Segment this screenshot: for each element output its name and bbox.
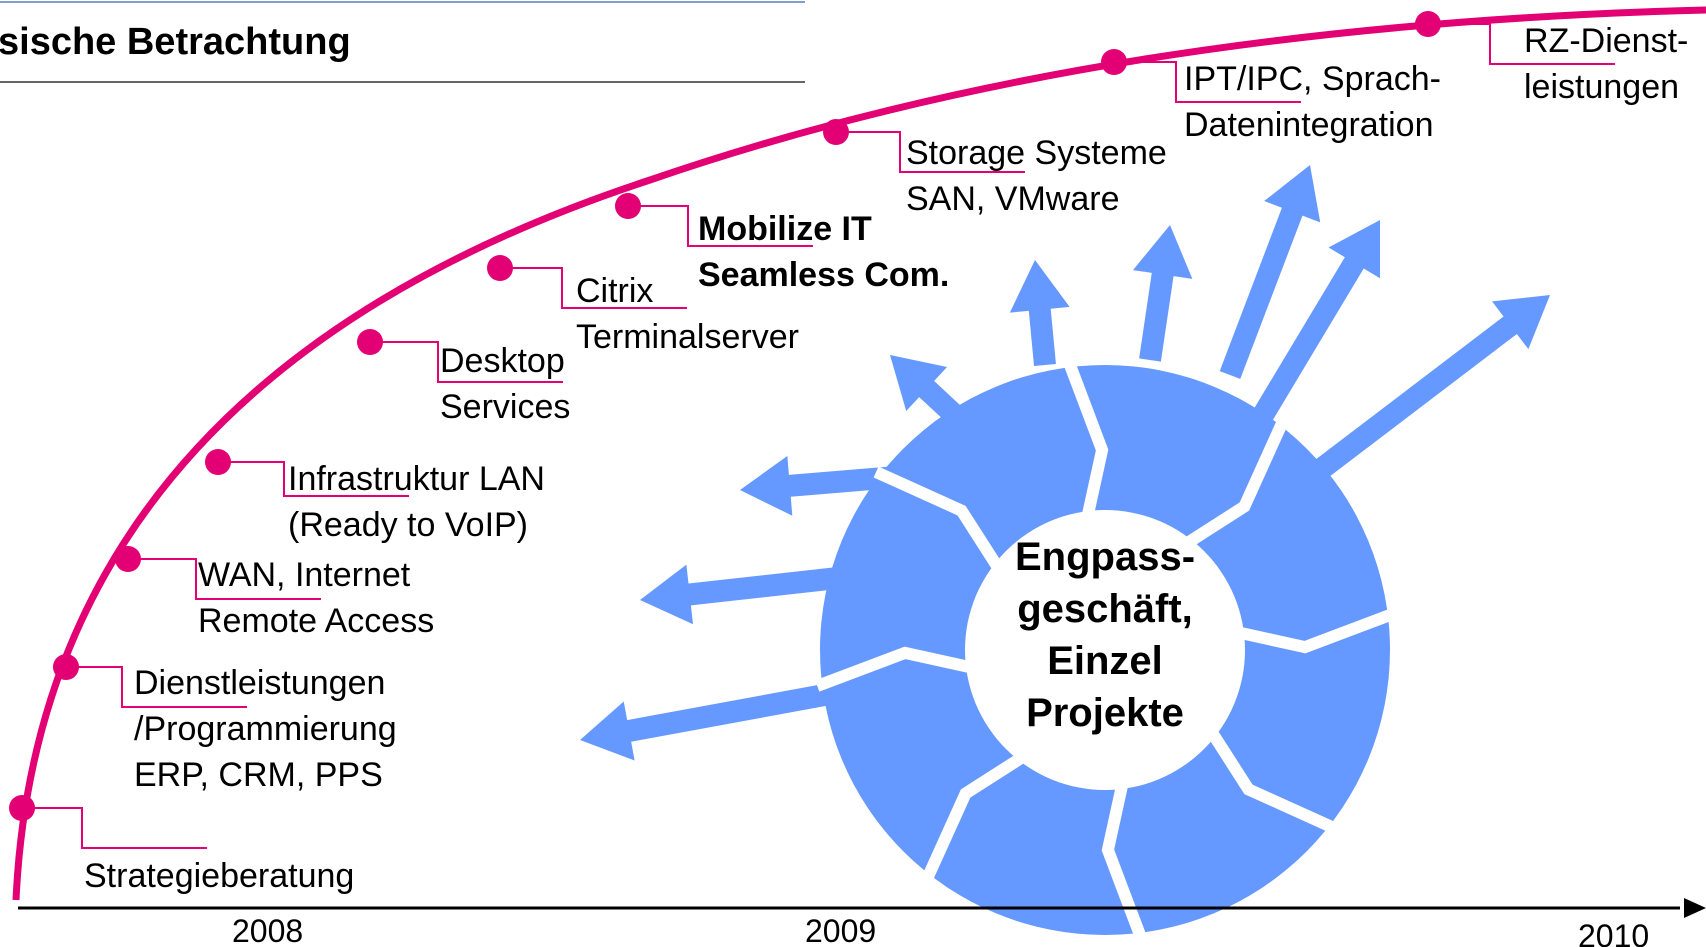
milestone-label: SAN, VMware: [906, 180, 1120, 218]
milestone-leader: [370, 341, 563, 383]
milestone-dot-icon: [615, 193, 641, 219]
milestone-dot-icon: [115, 546, 141, 572]
milestone-dot-icon: [53, 654, 79, 680]
year-label-2008: 2008: [232, 913, 303, 947]
milestone-label: Strategieberatung: [84, 857, 354, 895]
milestone: RZ-Dienst-leistungen: [1415, 11, 1688, 106]
wheel-segment-divider: [815, 646, 989, 692]
wheel-center-line: Projekte: [1026, 691, 1184, 735]
outward-arrow-icon: [890, 355, 968, 429]
milestone-label: Mobilize IT: [698, 210, 872, 248]
milestone-dot-icon: [1101, 49, 1127, 75]
growth-curve: [12, 6, 1706, 901]
milestone-layer: Strategieberatung Dienstleistungen/Progra…: [9, 11, 1688, 895]
wheel-segment-divider: [921, 743, 1040, 882]
outward-arrow-icon: [1313, 295, 1550, 479]
wheel-center-line: geschäft,: [1017, 587, 1193, 631]
milestone-label: RZ-Dienst-: [1524, 22, 1688, 60]
wheel-segment-divider: [873, 466, 1012, 585]
milestone-leader: [1428, 23, 1615, 65]
wheel-graphic: [580, 165, 1550, 940]
wheel-center: [965, 510, 1245, 790]
milestone-dot-icon: [487, 255, 513, 281]
milestone-leader: [218, 461, 409, 497]
time-axis-arrowhead-icon: [1684, 898, 1706, 918]
milestone: Infrastruktur LAN (Ready to VoIP): [205, 449, 545, 544]
milestone-leader: [66, 666, 247, 708]
milestone-label: /Programmierung: [134, 710, 397, 748]
milestone: IPT/IPC, Sprach- Datenintegration: [1101, 49, 1441, 144]
milestone-label: WAN, Internet: [198, 556, 411, 594]
wheel-segment-divider: [1170, 418, 1289, 557]
year-label-2010: 2010: [1578, 918, 1649, 947]
milestone: Mobilize IT Seamless Com.: [615, 193, 949, 294]
wheel-segment-divider: [1198, 715, 1337, 834]
wheel-center-line: Engpass-: [1015, 535, 1195, 579]
milestone: Strategieberatung: [9, 795, 354, 895]
milestone-label: Remote Access: [198, 602, 434, 640]
outward-arrow-icon: [1219, 165, 1321, 379]
milestone-dot-icon: [823, 119, 849, 145]
milestone-label: Citrix: [576, 272, 653, 310]
milestone-label: Terminalserver: [576, 318, 799, 356]
milestone-leader: [836, 131, 1025, 173]
milestone-label: (Ready to VoIP): [288, 506, 528, 544]
milestone-label: Seamless Com.: [698, 256, 949, 294]
milestone-label: Services: [440, 388, 570, 426]
milestone-label: Dienstleistungen: [134, 664, 385, 702]
outward-arrow-icon: [1132, 225, 1193, 362]
milestone-leader: [22, 807, 207, 849]
milestone-label: ERP, CRM, PPS: [134, 756, 383, 794]
milestone-dot-icon: [1415, 11, 1441, 37]
milestone-leader: [500, 267, 687, 309]
page-title: sische Betrachtung: [0, 21, 351, 63]
milestone-label: Datenintegration: [1184, 106, 1434, 144]
milestone-label: leistungen: [1524, 68, 1679, 106]
milestone-label: Desktop: [440, 342, 565, 380]
outward-arrow-icon: [1250, 220, 1380, 426]
milestone-leader: [128, 558, 321, 600]
milestone-leader: [1114, 61, 1301, 103]
wheel-center-line: Einzel: [1047, 639, 1163, 683]
wheel-segment-divider: [1221, 608, 1395, 654]
milestone-leader: [628, 205, 813, 247]
year-label-2009: 2009: [805, 913, 876, 947]
milestone-label: Storage Systeme: [906, 134, 1167, 172]
wheel-segment-divider: [1063, 360, 1109, 534]
milestone-label: Infrastruktur LAN: [288, 460, 545, 498]
milestone-label: IPT/IPC, Sprach-: [1184, 60, 1441, 98]
milestone-dot-icon: [357, 329, 383, 355]
milestone-dot-icon: [205, 449, 231, 475]
outward-arrow-icon: [1009, 260, 1070, 367]
milestone-dot-icon: [9, 795, 35, 821]
